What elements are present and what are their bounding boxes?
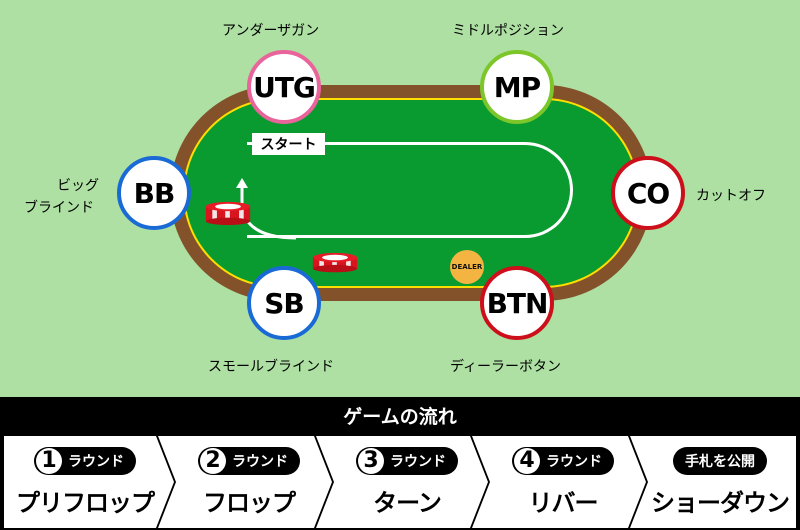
round-number: 4 <box>514 447 540 474</box>
flow-steps: 1 ラウンド プリフロップ 2 ラウンド フロップ 3 ラウンド ターン 4 ラウンド … <box>4 436 796 528</box>
flow-step-flop: 2 ラウンド フロップ <box>168 436 330 528</box>
round-label: ラウンド <box>546 453 602 470</box>
step-name: プリフロップ <box>16 488 155 517</box>
round-badge: 4 ラウンド <box>512 446 614 475</box>
round-label: ラウンド <box>390 453 446 470</box>
game-flow-title: ゲームの流れ <box>343 405 457 428</box>
flow-step-showdown: 手札を公開 ショーダウン <box>644 436 796 528</box>
flow-step-turn: 3 ラウンド ターン <box>326 436 488 528</box>
seat-co: CO <box>611 156 685 230</box>
flow-step-preflop: 1 ラウンド プリフロップ <box>4 436 166 528</box>
seat-bb: BB <box>117 156 191 230</box>
seat-sb: SB <box>247 266 321 340</box>
flow-step-river: 4 ラウンド リバー <box>482 436 644 528</box>
seat-label-utg: アンダーザガン <box>222 23 320 39</box>
chip-stack-icon <box>205 201 251 225</box>
round-badge: 1 ラウンド <box>34 446 136 475</box>
round-number: 2 <box>200 447 226 474</box>
seat-mp: MP <box>480 50 554 124</box>
round-badge: 3 ラウンド <box>356 446 458 475</box>
round-label: ラウンド <box>232 453 288 470</box>
dealer-button-icon: DEALER <box>450 250 484 284</box>
round-label: ラウンド <box>68 453 124 470</box>
step-name: ターン <box>373 488 442 517</box>
seat-label-co: カットオフ <box>696 188 766 204</box>
showdown-badge: 手札を公開 <box>673 446 767 475</box>
seat-label-bb-line2: ブラインド <box>24 200 94 216</box>
chip-stack-icon <box>312 252 358 273</box>
seat-label-btn: ディーラーボタン <box>450 359 562 375</box>
seat-label-mp: ミドルポジション <box>452 23 564 39</box>
step-name: フロップ <box>203 488 296 517</box>
round-number: 3 <box>358 447 384 474</box>
round-badge: 2 ラウンド <box>198 446 300 475</box>
start-label: スタート <box>252 133 325 155</box>
seat-utg: UTG <box>247 50 321 124</box>
seat-label-bb-line1: ビッグ <box>57 178 99 194</box>
seat-btn: BTN <box>480 266 554 340</box>
step-name: ショーダウン <box>651 488 790 517</box>
round-number: 1 <box>36 447 62 474</box>
action-track <box>247 142 573 238</box>
step-name: リバー <box>528 488 599 517</box>
seat-label-sb: スモールブラインド <box>208 359 334 375</box>
